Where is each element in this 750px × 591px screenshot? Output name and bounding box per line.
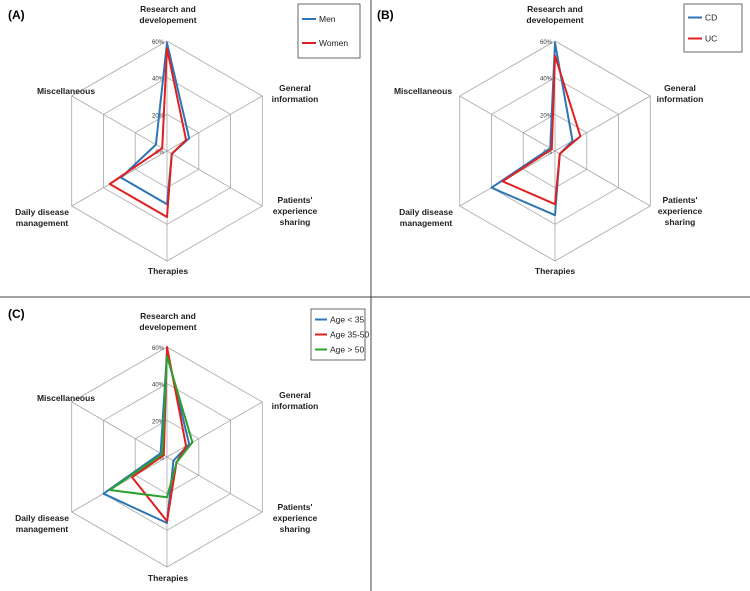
legend-entry: Age < 35 (330, 315, 365, 325)
radial-tick-label: 60% (152, 346, 165, 352)
grid-spoke (459, 95, 556, 152)
legend-box (683, 3, 743, 53)
legend-box (297, 3, 361, 59)
grid-spoke (71, 401, 168, 458)
series-line (501, 54, 582, 206)
radial-tick-label: 40% (540, 77, 553, 83)
series-line (490, 41, 574, 217)
radial-tick-label: 40% (152, 77, 165, 83)
panel-label: (B) (377, 8, 394, 22)
series-line (120, 41, 191, 206)
category-label: Therapies (148, 573, 188, 583)
radial-tick-label: 60% (152, 40, 165, 46)
grid-spoke (71, 95, 168, 152)
series-line (102, 351, 191, 524)
category-label: Miscellaneous (37, 86, 95, 96)
series-line (108, 47, 188, 218)
grid-spoke (166, 150, 263, 207)
series-line (131, 346, 188, 523)
legend-entry: Age > 50 (330, 345, 365, 355)
category-label: Miscellaneous (37, 393, 95, 403)
series-line (108, 355, 194, 499)
radial-tick-label: 40% (152, 383, 165, 389)
panel-label: (A) (8, 8, 25, 22)
radial-tick-label: 0% (543, 150, 552, 156)
category-label: Miscellaneous (394, 86, 452, 96)
grid-spoke (554, 150, 651, 207)
legend-entry: Women (319, 38, 348, 48)
radial-tick-label: 20% (152, 419, 165, 425)
radial-tick-label: 60% (540, 40, 553, 46)
radial-tick-label: 0% (155, 150, 164, 156)
legend-entry: Men (319, 14, 336, 24)
grid-spoke (166, 401, 263, 458)
panel-label: (C) (8, 307, 25, 321)
legend-entry: Age 35-50 (330, 330, 369, 340)
category-label: Therapies (148, 266, 188, 276)
legend-entry: CD (705, 13, 717, 23)
category-label: Therapies (535, 266, 575, 276)
radial-tick-label: 20% (540, 113, 553, 119)
grid-spoke (166, 456, 263, 513)
legend-entry: UC (705, 34, 717, 44)
